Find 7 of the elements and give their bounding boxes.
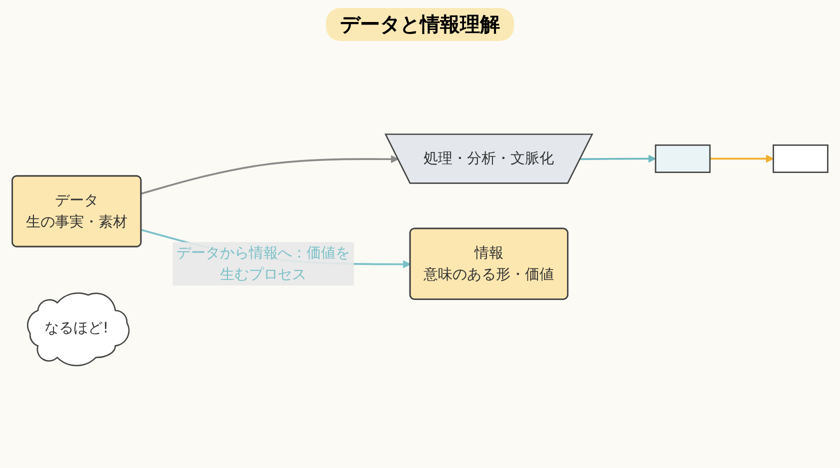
title: データと情報理解: [326, 8, 514, 41]
node-box: [654, 144, 711, 174]
node-box: [772, 144, 828, 174]
edge-label: データから情報へ：価値を生むプロセス: [176, 244, 350, 283]
arrow: [580, 154, 656, 163]
arrow: [141, 155, 399, 195]
arrow: [710, 154, 774, 163]
